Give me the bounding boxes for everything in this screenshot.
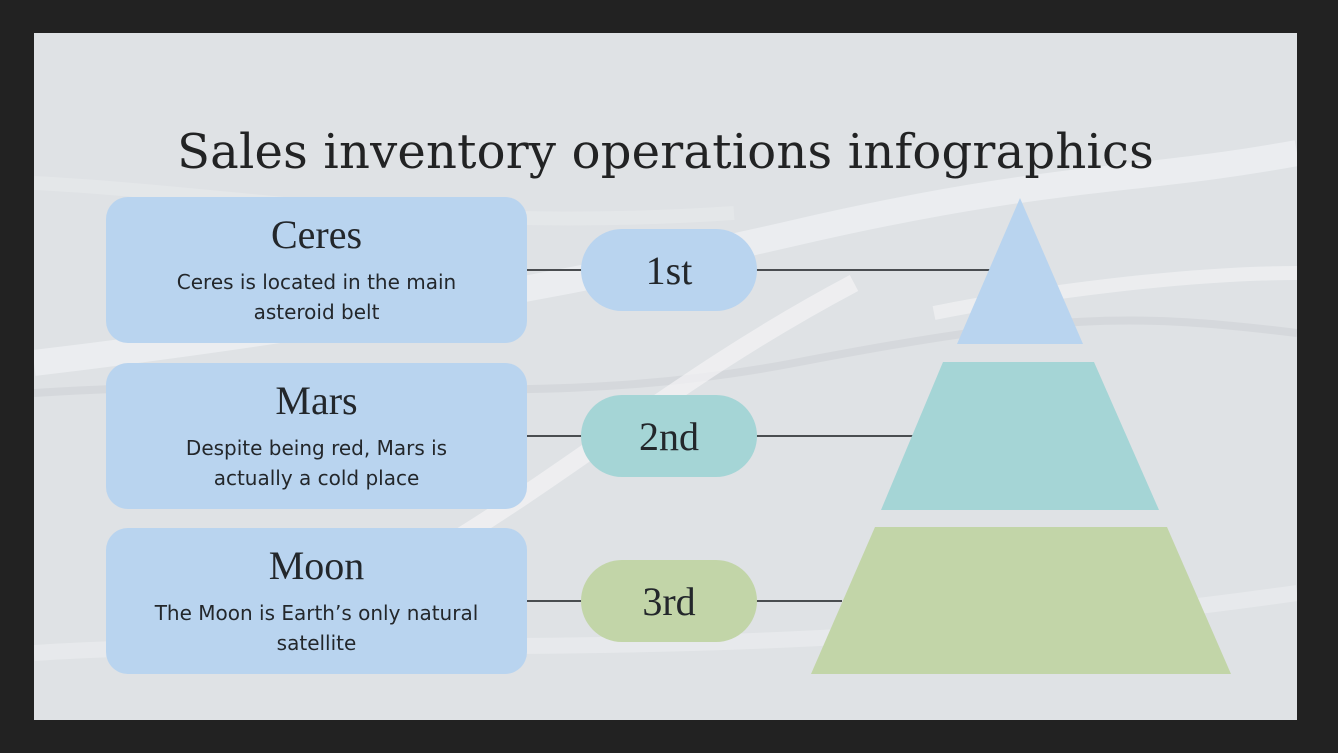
rank-pill-2nd: 2nd — [581, 395, 757, 477]
page-title: Sales inventory operations infographics — [177, 124, 1154, 181]
connector-line — [756, 600, 842, 602]
pyramid-tier-1 — [957, 198, 1083, 344]
card-title: Mars — [275, 378, 358, 423]
card-mars: Mars Despite being red, Mars is actually… — [106, 363, 527, 509]
connector-line — [756, 269, 990, 271]
pyramid-tier-3 — [811, 527, 1231, 674]
card-title: Ceres — [270, 212, 363, 257]
card-description: Despite being red, Mars is actually a co… — [185, 436, 448, 490]
card-moon: Moon The Moon is Earth’s only natural sa… — [106, 528, 527, 674]
rank-label: 1st — [645, 247, 693, 293]
card-ceres: Ceres Ceres is located in the main aster… — [106, 197, 527, 343]
card-description: Ceres is located in the main asteroid be… — [176, 270, 457, 324]
card-description: The Moon is Earth’s only natural satelli… — [154, 601, 479, 655]
rank-label: 3rd — [642, 578, 696, 624]
rank-pill-3rd: 3rd — [581, 560, 757, 642]
connector-line — [527, 600, 582, 602]
connector-line — [527, 435, 582, 437]
pyramid-tier-2 — [881, 362, 1159, 510]
connector-line — [756, 435, 914, 437]
connector-line — [527, 269, 582, 271]
card-title: Moon — [268, 543, 365, 588]
rank-label: 2nd — [639, 413, 699, 459]
rank-pill-1st: 1st — [581, 229, 757, 311]
